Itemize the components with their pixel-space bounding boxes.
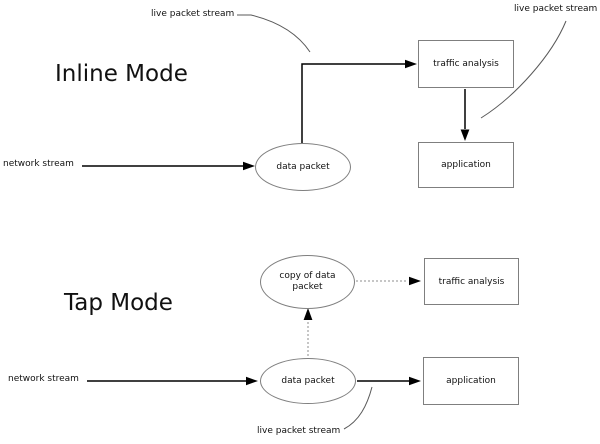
inline-application-node: application xyxy=(418,142,514,188)
tap-application-label: application xyxy=(446,376,496,386)
tap-copy-to-traffic-arrowhead xyxy=(409,276,421,286)
tap-copy-of-data-packet-label-line2: packet xyxy=(292,282,323,292)
tap-copy-of-data-packet-node: copy of data packet xyxy=(260,255,355,309)
tap-live-packet-stream-curve xyxy=(343,386,373,430)
tap-traffic-analysis-node: traffic analysis xyxy=(424,258,519,305)
tap-datapacket-to-copy-arrowhead xyxy=(303,308,313,320)
tap-network-stream-arrowhead xyxy=(246,376,258,386)
tap-traffic-analysis-label: traffic analysis xyxy=(438,276,505,287)
inline-traffic-analysis-label: traffic analysis xyxy=(433,59,499,69)
inline-datapacket-to-traffic-connector xyxy=(301,63,405,143)
inline-traffic-to-application-arrowhead xyxy=(460,129,470,141)
inline-traffic-analysis-node: traffic analysis xyxy=(418,40,514,88)
tap-data-packet-node: data packet xyxy=(260,358,356,404)
tap-network-stream-label: network stream xyxy=(8,374,79,384)
inline-live-packet-stream-label-right: live packet stream xyxy=(514,4,598,14)
tap-copy-of-data-packet-label-line1: copy of data xyxy=(279,271,336,281)
inline-network-stream-label: network stream xyxy=(3,159,74,169)
inline-live-packet-stream-label-left: live packet stream xyxy=(151,9,235,19)
tap-live-packet-stream-label: live packet stream xyxy=(257,426,341,436)
inline-data-packet-node: data packet xyxy=(255,143,351,191)
tap-datapacket-to-application-arrowhead xyxy=(409,376,421,386)
tap-application-node: application xyxy=(423,357,519,405)
tap-data-packet-label: data packet xyxy=(281,375,335,386)
inline-mode-title: Inline Mode xyxy=(55,61,188,87)
inline-data-packet-label: data packet xyxy=(276,161,330,172)
inline-application-label: application xyxy=(441,160,491,170)
tap-mode-title: Tap Mode xyxy=(64,290,173,316)
inline-datapacket-to-traffic-arrowhead xyxy=(405,59,417,69)
inline-network-stream-arrowhead xyxy=(243,161,255,171)
inline-live-packet-stream-left-curve xyxy=(237,14,311,53)
inline-live-packet-stream-right-curve xyxy=(480,20,567,119)
